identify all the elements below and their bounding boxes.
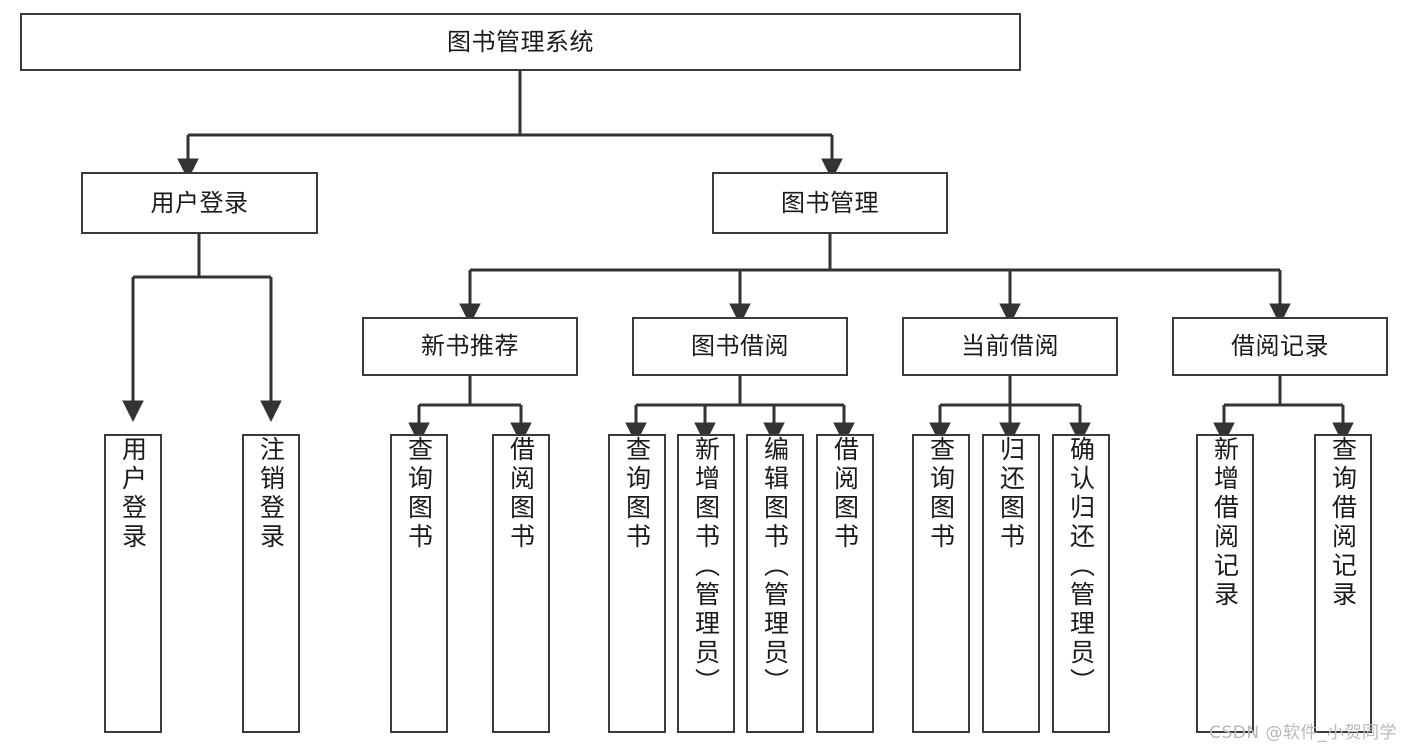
- leaf-user-login[interactable]: 用户登录: [104, 434, 162, 733]
- node-label: 新增借阅记录: [1210, 436, 1240, 610]
- node-label: 查询图书: [926, 436, 956, 552]
- node-new-book-recommendation[interactable]: 新书推荐: [362, 317, 578, 376]
- leaf-record-add-borrow-record[interactable]: 新增借阅记录: [1196, 434, 1254, 733]
- node-user-login[interactable]: 用户登录: [81, 172, 318, 234]
- leaf-current-confirm-return-admin[interactable]: 确认归还（管理员）: [1052, 434, 1110, 733]
- node-label: 注销登录: [256, 436, 286, 552]
- node-borrow-record[interactable]: 借阅记录: [1172, 317, 1388, 376]
- node-label: 图书借阅: [691, 332, 789, 361]
- node-label: 借阅记录: [1231, 332, 1329, 361]
- node-label: 新书推荐: [421, 332, 519, 361]
- node-label: 归还图书: [996, 436, 1026, 552]
- node-label: 用户登录: [150, 188, 249, 217]
- leaf-borrow-query-books[interactable]: 查询图书: [608, 434, 666, 733]
- node-label: 借阅图书: [830, 436, 860, 552]
- node-label: 当前借阅: [961, 332, 1059, 361]
- node-label: 图书管理: [781, 188, 879, 217]
- node-book-borrowing[interactable]: 图书借阅: [632, 317, 848, 376]
- leaf-logout[interactable]: 注销登录: [242, 434, 300, 733]
- node-book-management[interactable]: 图书管理: [712, 172, 948, 234]
- node-label: 查询借阅记录: [1328, 436, 1358, 610]
- node-label: 图书管理系统: [447, 27, 594, 56]
- leaf-newbook-query-books[interactable]: 查询图书: [390, 434, 448, 733]
- node-label: 编辑图书（管理员）: [760, 436, 790, 697]
- leaf-record-query-borrow-record[interactable]: 查询借阅记录: [1314, 434, 1372, 733]
- leaf-newbook-borrow-books[interactable]: 借阅图书: [492, 434, 550, 733]
- leaf-current-return-books[interactable]: 归还图书: [982, 434, 1040, 733]
- csdn-watermark: CSDN @软件_小贺同学: [1209, 723, 1397, 743]
- node-label: 查询图书: [404, 436, 434, 552]
- node-label: 借阅图书: [506, 436, 536, 552]
- leaf-borrow-borrow-books[interactable]: 借阅图书: [816, 434, 874, 733]
- node-root-book-management-system[interactable]: 图书管理系统: [20, 13, 1021, 71]
- leaf-current-query-books[interactable]: 查询图书: [912, 434, 970, 733]
- node-label: 查询图书: [622, 436, 652, 552]
- node-current-borrowing[interactable]: 当前借阅: [902, 317, 1118, 376]
- node-label: 确认归还（管理员）: [1066, 436, 1096, 697]
- node-label: 新增图书（管理员）: [691, 436, 721, 697]
- leaf-borrow-add-book-admin[interactable]: 新增图书（管理员）: [677, 434, 735, 733]
- leaf-borrow-edit-book-admin[interactable]: 编辑图书（管理员）: [746, 434, 804, 733]
- node-label: 用户登录: [118, 436, 148, 552]
